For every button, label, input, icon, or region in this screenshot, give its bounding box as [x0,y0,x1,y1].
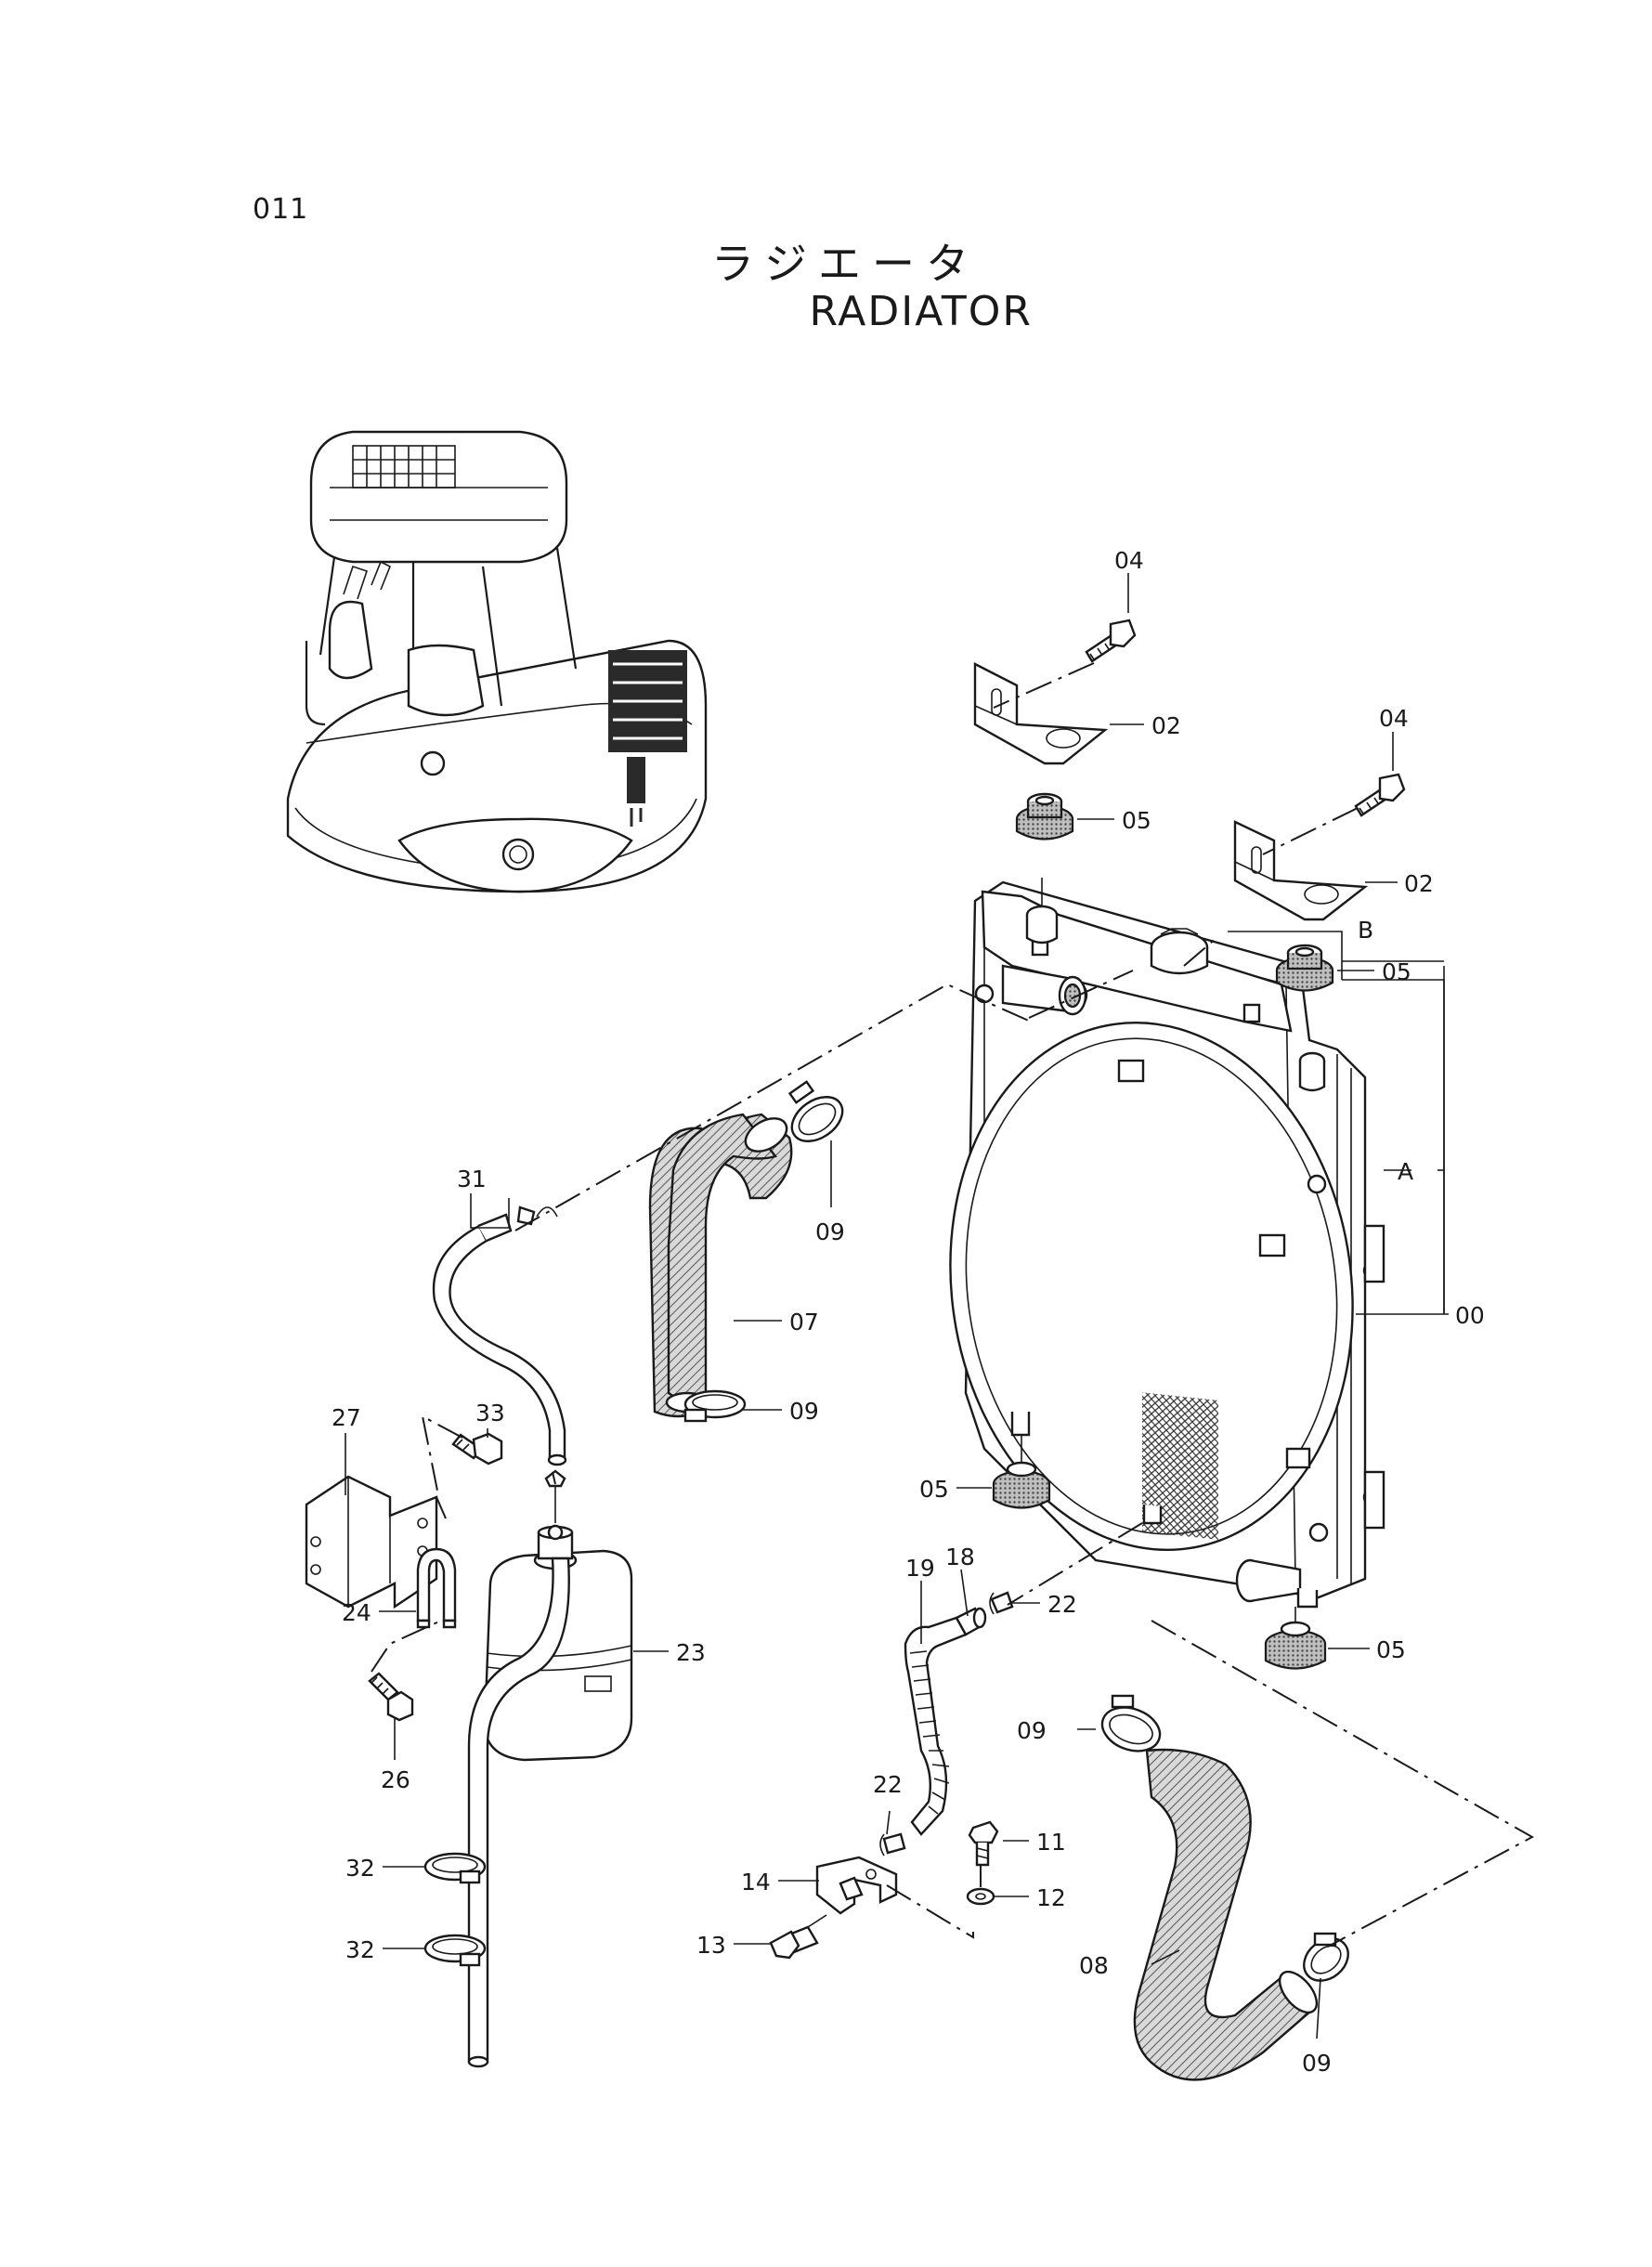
rubber-mount-upper-2 [1275,944,1334,992]
label-18: 18 [945,1544,975,1570]
label-09-hose-upper: 09 [815,1218,845,1245]
label-04-upper: 04 [1114,547,1144,574]
hose-clamp-upper-2 [683,1389,747,1423]
tube-clamp-2 [423,1934,487,1967]
bracket-upper-2 [1233,820,1369,921]
rubber-mount-lower-1 [992,1435,1051,1509]
hose-clip-upper [989,1591,1014,1615]
bolt-upper-1 [1085,619,1137,663]
label-14: 14 [741,1869,771,1896]
hose-clamp-lower-1 [1100,1694,1162,1752]
drain-cock [769,1914,827,1960]
label-22-upper: 22 [1047,1591,1077,1618]
label-31: 31 [457,1166,487,1192]
upper-radiator-hose [648,1113,793,1418]
label-19: 19 [905,1555,935,1582]
radiator-cap [1150,928,1209,975]
label-04-lower: 04 [1379,705,1409,732]
label-05-right: 05 [1382,958,1411,985]
label-ref-B: B [1358,917,1373,944]
engine-block-highlight [608,650,687,827]
label-05-top: 05 [1122,807,1151,834]
tank-bracket [305,1475,438,1609]
page-number: 011 [253,193,309,226]
radiator-assembly [949,878,1385,1609]
label-02-lower: 02 [1404,870,1434,897]
hose-clamp-upper-1 [787,1080,844,1142]
label-24: 24 [342,1599,371,1626]
label-07: 07 [789,1309,819,1335]
label-22-lower: 22 [873,1771,903,1798]
label-05-lower-left: 05 [919,1476,949,1503]
label-12: 12 [1036,1884,1066,1911]
label-13: 13 [696,1932,726,1959]
leader-lines [345,573,1449,2039]
label-09-lower-hose-top: 09 [1017,1717,1047,1744]
tube-clamp-1 [423,1852,487,1884]
bolt-upper-2 [1354,773,1406,817]
label-08: 08 [1079,1952,1109,1979]
drain-fitting [955,1607,987,1636]
tank-band [416,1547,457,1629]
label-09-hose-lower: 09 [789,1398,819,1425]
label-ref-A: A [1398,1158,1413,1185]
drain-valve-bracket [815,1856,898,1915]
mounting-bolt [968,1820,999,1867]
lower-radiator-hose [1133,1748,1319,2081]
label-32-upper: 32 [345,1855,375,1882]
tank-bolt-upper [451,1432,503,1466]
label-05-lower-right: 05 [1376,1636,1406,1663]
title-english: RADIATOR [809,288,1033,335]
label-27: 27 [332,1404,361,1431]
washer [966,1887,995,1906]
label-09-lower-hose-bottom: 09 [1302,2050,1332,2077]
bracket-upper-1 [973,662,1109,765]
title-japanese: ラジエータ [710,239,980,289]
label-11: 11 [1036,1829,1066,1856]
label-23: 23 [676,1639,706,1666]
label-26: 26 [381,1766,410,1793]
hose-clip-lower [879,1832,906,1857]
label-33: 33 [475,1400,505,1427]
rubber-mount-lower-2 [1264,1607,1327,1670]
drain-tube [467,1469,570,2068]
part-labels: 04 02 04 02 05 05 05 05 B A 00 07 09 09 … [332,547,1485,2077]
rubber-mount-upper-1 [1015,792,1074,840]
drain-hose [904,1616,968,1836]
excavator-overview-illustration [286,430,708,893]
label-32-lower: 32 [345,1936,375,1963]
hose-clamp-lower-2 [1303,1932,1349,1982]
label-00: 00 [1455,1302,1485,1329]
tank-bolt-lower [368,1672,414,1722]
label-02-upper: 02 [1151,712,1181,739]
